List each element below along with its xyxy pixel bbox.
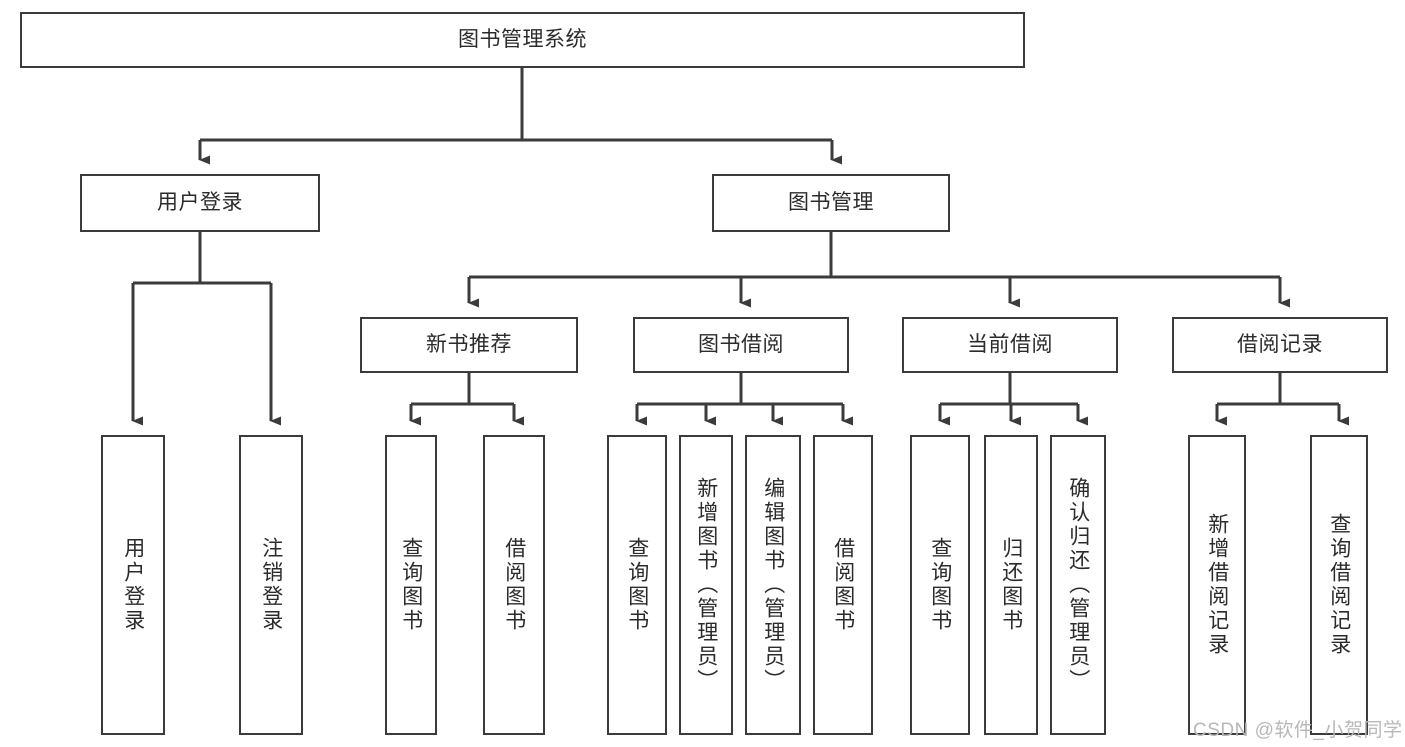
node-leaf-br-add-record-label: 新增借阅记录 [1205, 513, 1229, 657]
node-leaf-br-query-record[interactable]: 查询借阅记录 [1310, 435, 1368, 735]
node-leaf-bb-query-book-label: 查询图书 [625, 537, 649, 633]
node-book-borrow-label: 图书借阅 [698, 333, 784, 357]
node-book-manage[interactable]: 图书管理 [712, 174, 950, 232]
node-leaf-bb-add-book-label: 新增图书（管理员） [694, 477, 718, 693]
node-leaf-user-login-label: 用户登录 [121, 537, 145, 633]
node-user-login[interactable]: 用户登录 [80, 174, 320, 232]
node-root[interactable]: 图书管理系统 [20, 12, 1025, 68]
csdn-watermark: CSDN @软件_小贺同学 [1193, 720, 1403, 741]
node-current-borrow[interactable]: 当前借阅 [902, 317, 1118, 373]
node-borrow-record-label: 借阅记录 [1237, 333, 1323, 357]
node-current-borrow-label: 当前借阅 [967, 333, 1053, 357]
node-book-manage-label: 图书管理 [788, 191, 874, 215]
node-leaf-cb-return-book-label: 归还图书 [999, 537, 1023, 633]
node-leaf-br-query-record-label: 查询借阅记录 [1327, 513, 1351, 657]
node-leaf-rec-borrow-book-label: 借阅图书 [502, 537, 526, 633]
node-leaf-rec-query-book-label: 查询图书 [399, 537, 423, 633]
node-leaf-rec-borrow-book[interactable]: 借阅图书 [483, 435, 545, 735]
node-user-login-label: 用户登录 [157, 191, 243, 215]
node-leaf-cb-confirm-return-label: 确认归还（管理员） [1066, 477, 1090, 693]
node-leaf-rec-query-book[interactable]: 查询图书 [385, 435, 437, 735]
node-leaf-bb-borrow-book[interactable]: 借阅图书 [813, 435, 873, 735]
node-book-borrow[interactable]: 图书借阅 [633, 317, 849, 373]
node-borrow-record[interactable]: 借阅记录 [1172, 317, 1388, 373]
node-leaf-cb-confirm-return[interactable]: 确认归还（管理员） [1050, 435, 1106, 735]
node-leaf-user-logout[interactable]: 注销登录 [239, 435, 303, 735]
node-leaf-bb-edit-book[interactable]: 编辑图书（管理员） [745, 435, 801, 735]
node-leaf-bb-edit-book-label: 编辑图书（管理员） [761, 477, 785, 693]
node-new-book-rec-label: 新书推荐 [426, 333, 512, 357]
node-leaf-cb-return-book[interactable]: 归还图书 [984, 435, 1038, 735]
node-leaf-bb-add-book[interactable]: 新增图书（管理员） [679, 435, 733, 735]
node-new-book-rec[interactable]: 新书推荐 [360, 317, 578, 373]
node-leaf-cb-query-book[interactable]: 查询图书 [910, 435, 970, 735]
node-root-label: 图书管理系统 [458, 28, 587, 52]
node-leaf-bb-query-book[interactable]: 查询图书 [607, 435, 667, 735]
node-leaf-br-add-record[interactable]: 新增借阅记录 [1188, 435, 1246, 735]
node-leaf-bb-borrow-book-label: 借阅图书 [831, 537, 855, 633]
node-leaf-user-login[interactable]: 用户登录 [101, 435, 165, 735]
node-leaf-cb-query-book-label: 查询图书 [928, 537, 952, 633]
node-leaf-user-logout-label: 注销登录 [259, 537, 283, 633]
